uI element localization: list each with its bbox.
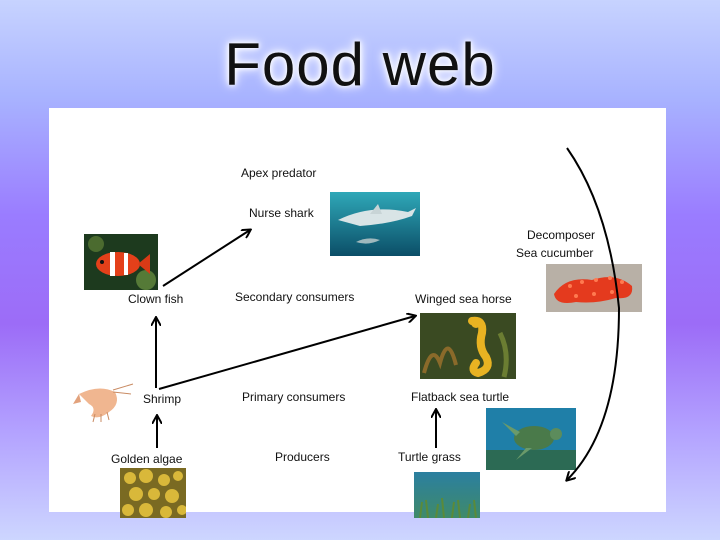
label-secondary-consumers: Secondary consumers: [235, 290, 355, 304]
arrow-shrimp-to-seahorse: [158, 316, 415, 390]
label-winged-sea-horse: Winged sea horse: [415, 292, 512, 306]
label-decomposer: Decomposer: [527, 228, 596, 242]
label-shrimp: Shrimp: [143, 392, 182, 406]
label-flatback-sea-turtle: Flatback sea turtle: [411, 390, 510, 404]
label-primary-consumers: Primary consumers: [242, 390, 346, 404]
nurse-shark-image: [330, 192, 420, 256]
label-apex-predator: Apex predator: [241, 166, 317, 180]
label-nurse-shark: Nurse shark: [249, 206, 314, 220]
food-web-arrows: [49, 147, 621, 512]
label-sea-cucumber: Sea cucumber: [516, 246, 594, 260]
label-clown-fish: Clown fish: [128, 292, 184, 306]
shrimp-image: [69, 380, 135, 426]
label-producers: Producers: [275, 450, 330, 464]
golden-algae-image: [120, 468, 186, 518]
slide-title: Food web: [224, 31, 496, 98]
clown-fish-image: [84, 234, 158, 290]
sea-cucumber-image: [546, 264, 642, 312]
label-golden-algae: Golden algae: [111, 452, 183, 466]
turtle-grass-image: [414, 472, 480, 518]
arrow-decomposer-cycle: [567, 147, 621, 480]
food-web-panel: Apex predator Nurse shark Decomposer Sea…: [49, 108, 666, 518]
arrow-clownfish-to-shark: [162, 230, 250, 287]
label-turtle-grass: Turtle grass: [398, 450, 461, 464]
sea-turtle-image: [486, 408, 576, 470]
sea-horse-image: [420, 313, 516, 379]
